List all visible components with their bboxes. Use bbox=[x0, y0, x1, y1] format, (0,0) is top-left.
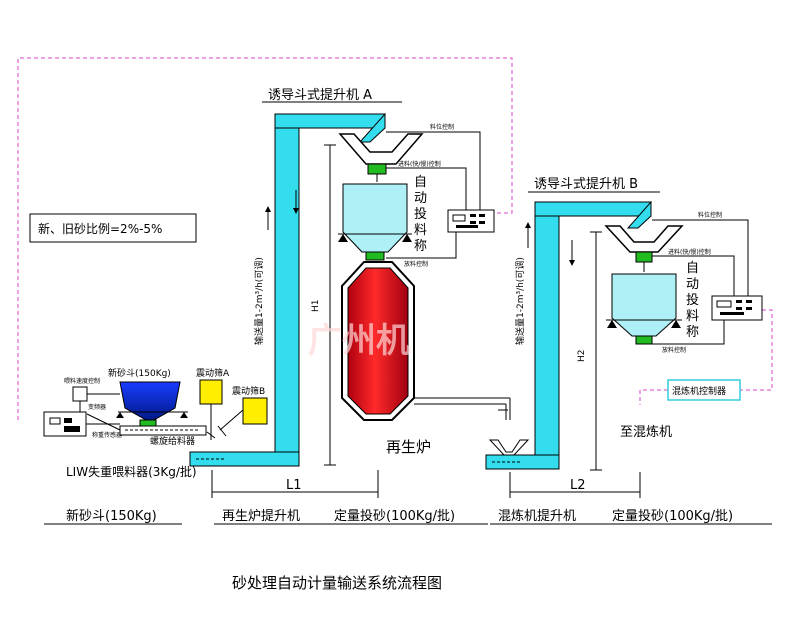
discharge-control-b: 放料控制 bbox=[662, 346, 686, 354]
svg-text:新、旧砂比例=2%-5%: 新、旧砂比例=2%-5% bbox=[38, 221, 162, 236]
bottom-label-new-sand: 新砂斗(150Kg) bbox=[66, 508, 157, 524]
elevator-b: 诱导斗式提升机 B 输送量1-2m³/h(可调) H2 L2 bbox=[485, 176, 660, 498]
feed-control-b: 料位控制 bbox=[698, 211, 722, 219]
liw-feeder-area: 喂料速度控制 变频器 称重传感器 LIW失重喂料器(3Kg/批) bbox=[43, 377, 197, 479]
elevator-b-rate: 输送量1-2m³/h(可调) bbox=[514, 257, 526, 345]
elevator-a-title: 诱导斗式提升机 A bbox=[268, 87, 372, 103]
scale-hopper-b: 自 动 投 料 称 料位控制 进料(快/慢)控制 放料控制 bbox=[604, 211, 763, 354]
scale-hopper-a: 自 动 投 料 称 料位控制 进料(快/慢)控制 放料控制 bbox=[338, 123, 495, 268]
new-sand-hopper-label: 新砂斗(150Kg) bbox=[108, 367, 171, 379]
regenerator-label: 再生炉 bbox=[386, 438, 431, 456]
svg-text:称: 称 bbox=[686, 325, 699, 340]
vibrating-screen-b: 震动筛B bbox=[217, 385, 268, 437]
ratio-note: 新、旧砂比例=2%-5% bbox=[29, 213, 197, 243]
elevator-b-height: H2 bbox=[577, 350, 587, 363]
svg-text:称: 称 bbox=[414, 239, 427, 254]
new-sand-hopper: 新砂斗(150Kg) 螺旋给料器 bbox=[108, 367, 207, 447]
svg-text:自: 自 bbox=[414, 175, 427, 190]
feed-control-a: 料位控制 bbox=[430, 123, 454, 131]
inverter-label: 变频器 bbox=[88, 403, 106, 411]
discharge-control-a: 放料控制 bbox=[404, 260, 428, 268]
bottom-label-regen-elevator: 再生炉提升机 bbox=[222, 508, 300, 524]
vibrating-screen-a: 震动筛A bbox=[196, 367, 230, 440]
svg-text:自: 自 bbox=[686, 261, 699, 276]
elevator-b-title: 诱导斗式提升机 B bbox=[534, 176, 638, 192]
screw-feeder-label: 螺旋给料器 bbox=[150, 435, 195, 447]
svg-text:动: 动 bbox=[414, 191, 427, 206]
variable-frequency-box bbox=[72, 386, 88, 402]
weight-sensor-label: 称重传感器 bbox=[92, 431, 122, 439]
svg-text:料: 料 bbox=[686, 309, 699, 324]
signal-line-to-mixer bbox=[639, 389, 668, 405]
flap-control-b: 进料(快/慢)控制 bbox=[668, 248, 711, 256]
svg-text:投: 投 bbox=[414, 206, 427, 222]
elevator-a-rate: 输送量1-2m³/h(可调) bbox=[253, 257, 265, 345]
regenerator-furnace: 再生炉 广州机 bbox=[308, 261, 511, 456]
elevator-b-length: L2 bbox=[570, 478, 586, 493]
elevator-a-length: L1 bbox=[286, 478, 302, 493]
to-mixer-label: 至混炼机 bbox=[620, 425, 672, 440]
diagram-title: 砂处理自动计量输送系统流程图 bbox=[232, 574, 442, 592]
bottom-label-dose-a: 定量投砂(100Kg/批) bbox=[334, 508, 455, 524]
mixer-controller: 混炼机控制器 bbox=[667, 379, 741, 401]
speed-control-label: 喂料速度控制 bbox=[64, 377, 100, 385]
liw-feeder-label: LIW失重喂料器(3Kg/批) bbox=[66, 464, 197, 479]
svg-text:料: 料 bbox=[414, 223, 427, 238]
vibrating-screen-a-label: 震动筛A bbox=[196, 367, 230, 379]
flap-control-a: 进料(快/慢)控制 bbox=[398, 160, 441, 168]
scale-b-label: 自 动 投 料 称 bbox=[686, 261, 699, 340]
bottom-label-mixer-elevator: 混炼机提升机 bbox=[498, 508, 576, 524]
elevator-a-height: H1 bbox=[311, 300, 321, 313]
signal-line-mixer bbox=[740, 309, 773, 391]
bottom-label-dose-b: 定量投砂(100Kg/批) bbox=[612, 508, 733, 524]
scale-a-label: 自 动 投 料 称 bbox=[414, 175, 427, 254]
svg-text:投: 投 bbox=[686, 292, 699, 308]
svg-text:混炼机控制器: 混炼机控制器 bbox=[672, 385, 726, 397]
signal-line-top-loop bbox=[17, 57, 513, 420]
svg-text:动: 动 bbox=[686, 277, 699, 292]
bottom-labels: 新砂斗(150Kg) 再生炉提升机 定量投砂(100Kg/批) 混炼机提升机 定… bbox=[44, 508, 772, 525]
vibrating-screen-b-label: 震动筛B bbox=[232, 385, 265, 397]
signal-lines bbox=[17, 57, 773, 420]
elevator-a: 诱导斗式提升机 A 输送量1-2m³/h(可调) H1 L1 bbox=[189, 87, 402, 498]
watermark: 广州机 bbox=[308, 321, 410, 361]
